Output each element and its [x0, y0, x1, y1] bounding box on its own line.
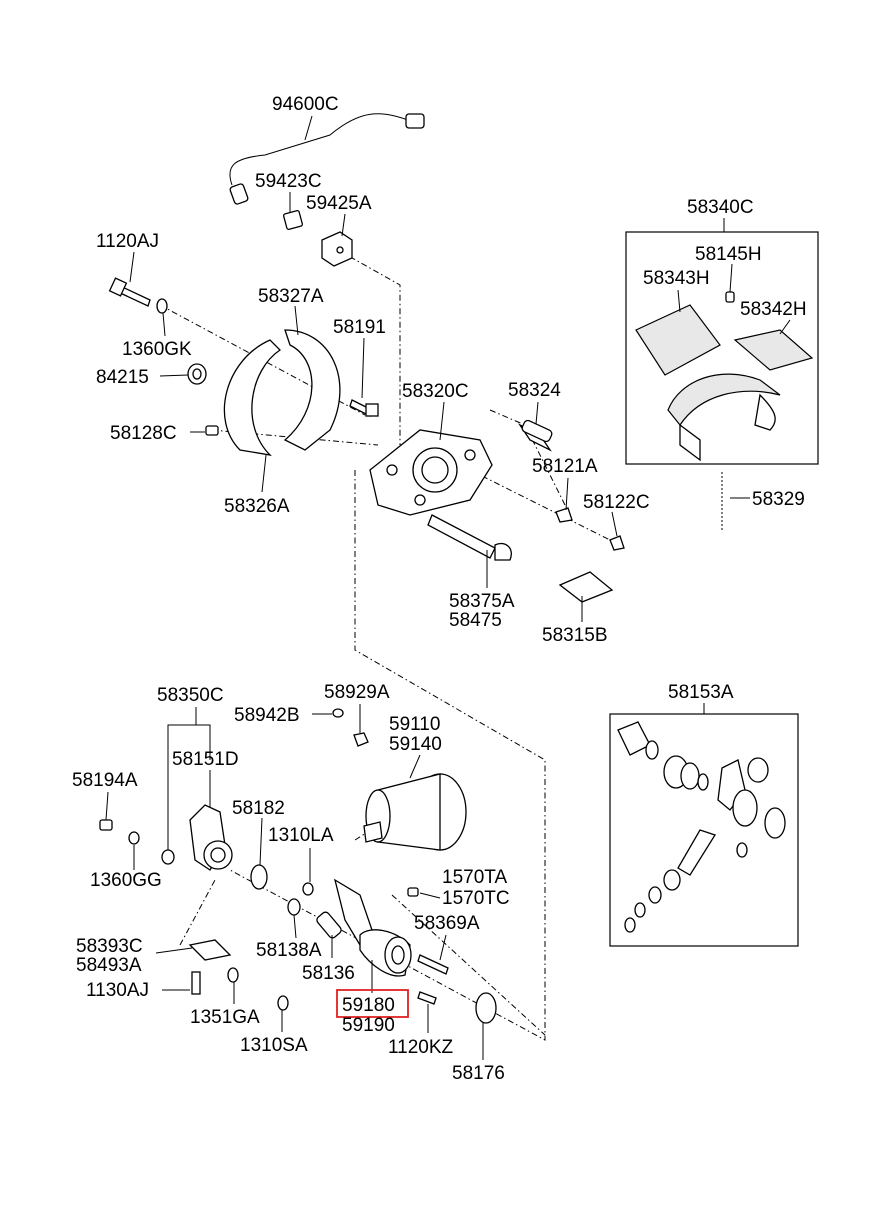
- label-58475[interactable]: 58475: [449, 610, 502, 631]
- label-1310LA[interactable]: 1310LA: [268, 825, 334, 846]
- label-1120AJ-top[interactable]: 1120AJ: [96, 231, 159, 252]
- ring-58138A[interactable]: [287, 898, 301, 916]
- rivet-58145H[interactable]: [725, 291, 735, 303]
- label-58176[interactable]: 58176: [452, 1063, 505, 1084]
- label-59190[interactable]: 59190: [342, 1015, 395, 1036]
- label-58121A[interactable]: 58121A: [532, 456, 598, 477]
- nut-1310SA[interactable]: [277, 995, 289, 1011]
- label-58145H[interactable]: 58145H: [695, 244, 762, 265]
- dust-shield-58326A[interactable]: [223, 339, 282, 456]
- pin-58324[interactable]: [518, 419, 553, 452]
- lining-58342H[interactable]: [733, 329, 814, 371]
- label-58324[interactable]: 58324: [508, 380, 561, 401]
- label-1570TC[interactable]: 1570TC: [442, 888, 510, 909]
- nut-58929A[interactable]: [353, 732, 369, 747]
- bolt-1120KZ[interactable]: [417, 991, 437, 1005]
- bolt-58369A[interactable]: [417, 954, 449, 975]
- pin-58136[interactable]: [315, 911, 342, 940]
- label-84215[interactable]: 84215: [96, 367, 149, 388]
- part-labels: 94600C 59423C 59425A 1120AJ 58327A 58191…: [72, 94, 807, 1084]
- label-58942B[interactable]: 58942B: [234, 705, 300, 726]
- ring-58182[interactable]: [250, 864, 268, 890]
- clip-58121A[interactable]: [555, 507, 573, 523]
- slack-adjuster-58151D[interactable]: [189, 804, 233, 871]
- washer-58350C[interactable]: [161, 849, 175, 865]
- bolt-58194A[interactable]: [99, 819, 113, 831]
- bolt-58191[interactable]: [349, 399, 379, 417]
- label-58350C[interactable]: 58350C: [157, 685, 224, 706]
- bolt-1120AJ[interactable]: [108, 277, 151, 307]
- label-58326A[interactable]: 58326A: [224, 496, 290, 517]
- nut-1310LA[interactable]: [302, 882, 314, 896]
- label-59423C[interactable]: 59423C: [255, 171, 322, 192]
- label-58128C[interactable]: 58128C: [110, 423, 177, 444]
- label-59425A[interactable]: 59425A: [306, 193, 372, 214]
- label-58122C[interactable]: 58122C: [583, 492, 650, 513]
- bolt-1570TA[interactable]: [407, 887, 419, 897]
- dust-shield-58327A[interactable]: [283, 329, 341, 451]
- washer-1360GG[interactable]: [128, 831, 140, 845]
- label-1570TA[interactable]: 1570TA: [442, 867, 507, 888]
- label-58153A[interactable]: 58153A: [668, 682, 734, 703]
- label-58342H[interactable]: 58342H: [740, 299, 807, 320]
- shim-58315B[interactable]: [558, 571, 614, 603]
- label-58327A[interactable]: 58327A: [258, 286, 324, 307]
- label-94600C[interactable]: 94600C: [272, 94, 339, 115]
- clip-58122C[interactable]: [609, 535, 625, 551]
- label-1351GA[interactable]: 1351GA: [190, 1007, 260, 1028]
- label-1360GG[interactable]: 1360GG: [90, 870, 162, 891]
- label-59180[interactable]: 59180: [342, 995, 395, 1016]
- sensor-cable-94600C[interactable]: [229, 113, 425, 205]
- label-58343H[interactable]: 58343H: [643, 268, 710, 289]
- sensor-bracket-59425A[interactable]: [321, 231, 353, 267]
- bracket-58393C[interactable]: [188, 939, 232, 961]
- label-59110[interactable]: 59110: [389, 714, 440, 735]
- label-1120KZ[interactable]: 1120KZ: [388, 1037, 454, 1058]
- shoe-kit-box: [625, 231, 819, 465]
- label-1130AJ[interactable]: 1130AJ: [86, 980, 149, 1001]
- label-58194A[interactable]: 58194A: [72, 770, 138, 791]
- leader-lines: [105, 115, 791, 1060]
- label-58191[interactable]: 58191: [333, 317, 386, 338]
- label-58340C[interactable]: 58340C: [687, 197, 754, 218]
- adjuster-kit-parts[interactable]: [617, 721, 786, 933]
- label-59140[interactable]: 59140: [389, 734, 442, 755]
- label-58393C[interactable]: 58393C: [76, 936, 143, 957]
- label-1310SA[interactable]: 1310SA: [240, 1035, 308, 1056]
- brake-chamber-59110[interactable]: [363, 773, 467, 851]
- label-58151D[interactable]: 58151D: [172, 749, 239, 770]
- label-58136[interactable]: 58136: [302, 963, 355, 984]
- washer-58942B[interactable]: [332, 708, 344, 718]
- brake-spider-58320C[interactable]: [369, 429, 493, 516]
- brake-shoe[interactable]: [667, 373, 781, 462]
- label-58329[interactable]: 58329: [752, 489, 805, 510]
- label-58493A[interactable]: 58493A: [76, 955, 142, 976]
- actuator-59180[interactable]: [333, 878, 412, 977]
- label-58929A[interactable]: 58929A: [324, 682, 390, 703]
- label-1360GK[interactable]: 1360GK: [122, 339, 192, 360]
- lining-58343H[interactable]: [635, 304, 721, 376]
- seal-58176[interactable]: [475, 992, 497, 1024]
- label-58369A[interactable]: 58369A: [414, 913, 480, 934]
- sensor-clip-59423C[interactable]: [283, 210, 303, 230]
- plug-58128C[interactable]: [205, 425, 219, 436]
- label-58375A[interactable]: 58375A: [449, 591, 515, 612]
- nut-1351GA[interactable]: [227, 967, 239, 983]
- label-58138A[interactable]: 58138A: [256, 940, 322, 961]
- washer-1360GK[interactable]: [156, 298, 168, 314]
- seal-84215[interactable]: [187, 363, 207, 385]
- camshaft-58375A[interactable]: [427, 514, 512, 561]
- label-58182[interactable]: 58182: [232, 798, 285, 819]
- label-58320C[interactable]: 58320C: [402, 381, 469, 402]
- bolt-1130AJ[interactable]: [191, 971, 201, 995]
- label-58315B[interactable]: 58315B: [542, 625, 608, 646]
- highlight-box-59180: [336, 989, 409, 1018]
